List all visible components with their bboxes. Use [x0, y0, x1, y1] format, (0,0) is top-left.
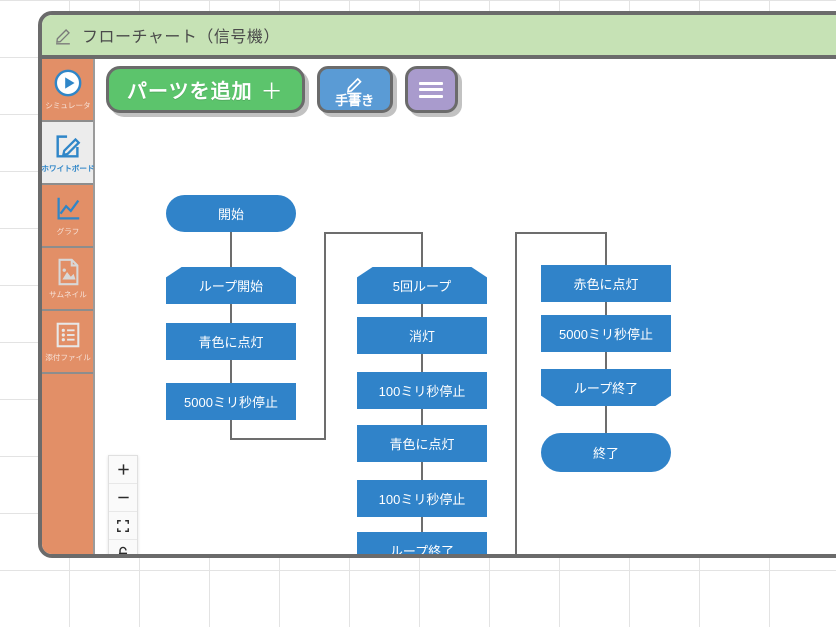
flowchart-connectors: [230, 232, 607, 554]
plus-icon: ＋: [260, 78, 284, 104]
sidebar-item-whiteboard[interactable]: ホワイトボード: [40, 122, 95, 185]
sidebar-item-label: シミュレータ: [44, 101, 91, 110]
connector-n10-n11: [515, 232, 607, 554]
zoom-controls: [108, 455, 138, 554]
flow-node-n5[interactable]: 5回ループ: [357, 267, 487, 304]
sidebar-item-simulator[interactable]: シミュレータ: [42, 59, 93, 122]
sidebar-item-thumbnail[interactable]: サムネイル: [42, 248, 93, 311]
flow-node-label: 赤色に点灯: [573, 277, 639, 292]
page-title: フローチャート（信号機）: [82, 29, 280, 46]
sidebar-item-label: 添付ファイル: [44, 353, 91, 362]
flow-node-n3[interactable]: 青色に点灯: [166, 323, 296, 360]
menu-button[interactable]: [404, 66, 458, 113]
window-titlebar: フローチャート（信号機）: [42, 15, 836, 59]
flow-node-label: 終了: [592, 446, 619, 461]
flow-node-n4[interactable]: 5000ミリ秒停止: [166, 383, 296, 420]
flow-node-n14[interactable]: 終了: [541, 433, 671, 472]
flow-node-n9[interactable]: 100ミリ秒停止: [357, 480, 487, 517]
flow-node-label: 開始: [217, 207, 244, 222]
connector-n4-n5: [230, 232, 423, 440]
flow-node-n8[interactable]: 青色に点灯: [357, 425, 487, 462]
image-file-icon: [58, 258, 78, 286]
play-circle-icon: [54, 69, 81, 97]
sidebar: シミュレータ ホワイトボード グラフ: [40, 59, 95, 554]
flow-node-label: 消灯: [408, 329, 435, 344]
flow-node-label: 5000ミリ秒停止: [559, 327, 653, 342]
pencil-underline-icon: [56, 29, 70, 45]
hamburger-icon: [419, 81, 444, 98]
sidebar-item-label: サムネイル: [48, 290, 87, 299]
flow-node-n2[interactable]: ループ開始: [166, 267, 296, 304]
flow-node-label: 青色に点灯: [198, 335, 264, 350]
pencil-square-icon: [55, 135, 80, 158]
app-window: フローチャート（信号機） シミュレータ ホワイトボード: [38, 11, 836, 558]
flow-node-n11[interactable]: 赤色に点灯: [541, 265, 671, 302]
flow-node-label: 青色に点灯: [389, 437, 455, 452]
flow-node-n7[interactable]: 100ミリ秒停止: [357, 372, 487, 409]
add-parts-label: パーツを追加: [127, 81, 253, 103]
flow-node-label: ループ開始: [198, 279, 264, 294]
flow-node-label: 5000ミリ秒停止: [184, 395, 278, 410]
list-document-icon: [56, 322, 79, 348]
line-chart-icon: [57, 197, 79, 220]
flow-node-n6[interactable]: 消灯: [357, 317, 487, 354]
canvas-toolbar: パーツを追加 ＋ 手書き: [106, 66, 458, 113]
add-parts-button[interactable]: パーツを追加 ＋: [106, 66, 305, 113]
zoom-in-button[interactable]: [109, 456, 137, 484]
flow-node-label: 5回ループ: [392, 279, 452, 294]
sidebar-item-label: グラフ: [56, 227, 79, 236]
fit-screen-button[interactable]: [109, 512, 137, 540]
pencil-icon: [346, 77, 362, 94]
sidebar-item-attachments[interactable]: 添付ファイル: [42, 311, 93, 374]
zoom-out-button[interactable]: [109, 484, 137, 512]
flow-node-label: ループ終了: [573, 381, 639, 396]
handwriting-button[interactable]: 手書き: [316, 66, 393, 113]
flow-node-n13[interactable]: ループ終了: [541, 369, 671, 406]
lock-button[interactable]: [109, 540, 137, 554]
flow-node-label: 100ミリ秒停止: [378, 384, 466, 399]
flow-node-n10[interactable]: ループ終了: [357, 532, 487, 558]
sidebar-item-label: ホワイトボード: [40, 164, 95, 173]
sidebar-item-graph[interactable]: グラフ: [42, 185, 93, 248]
flow-node-label: ループ終了: [389, 544, 455, 558]
flow-node-label: 100ミリ秒停止: [378, 492, 466, 507]
handwriting-label: 手書き: [335, 92, 375, 108]
flow-node-n1[interactable]: 開始: [166, 195, 296, 232]
flow-node-n12[interactable]: 5000ミリ秒停止: [541, 315, 671, 352]
